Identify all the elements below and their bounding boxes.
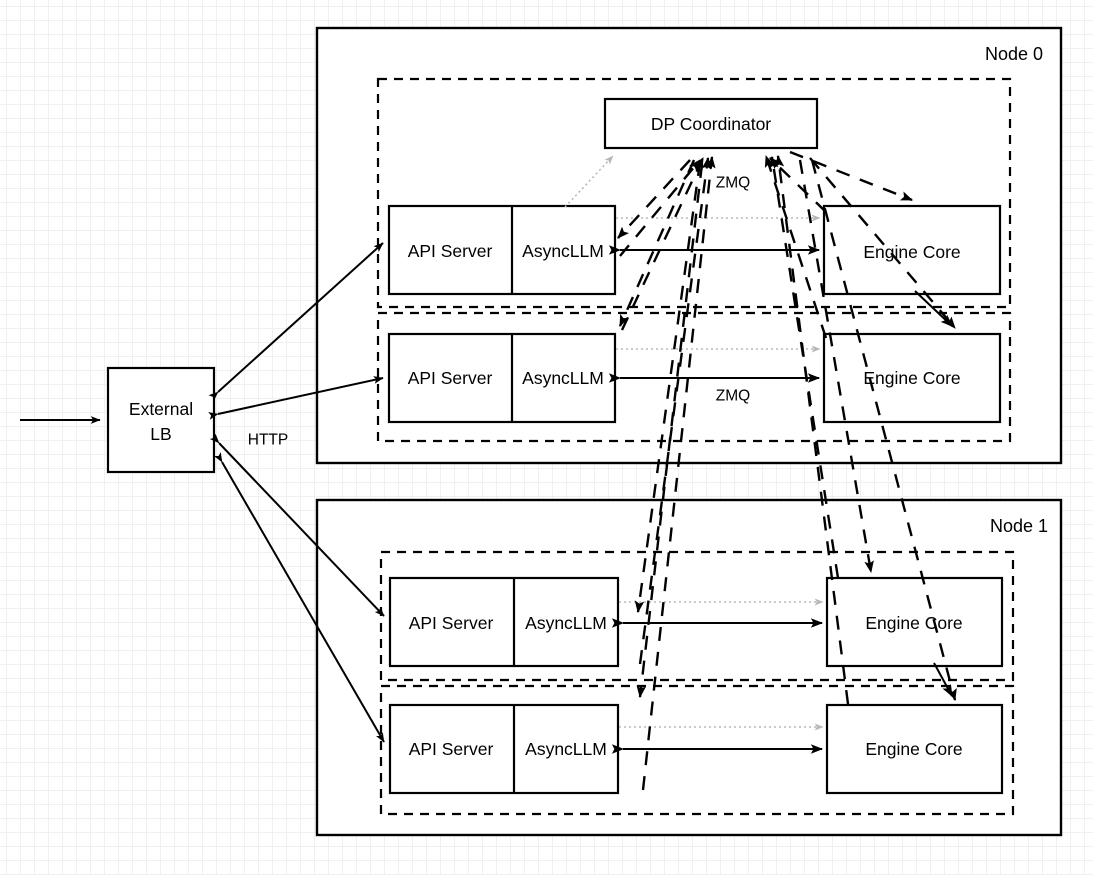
node-1-group-0-engine-core-label: Engine Core — [865, 613, 962, 633]
zmq-label-engine: ZMQ — [716, 388, 750, 405]
dashed-n1g0-asyncllm-to-coordinator — [638, 156, 712, 665]
node-0-title: Node 0 — [985, 44, 1043, 64]
dashed-n0g0-engine-to-coordinator — [769, 157, 827, 213]
dashed-coordinator-to-n0g0-asyncllm — [617, 159, 691, 239]
dashed-coordinator-to-n0g1-engine — [809, 157, 956, 329]
dp-coordinator-box[interactable] — [603, 97, 819, 150]
node-1-group-1-async-llm-label: AsyncLLM — [525, 739, 607, 759]
external-lb-label-line2: LB — [150, 424, 171, 444]
node-0-group-0-api-server-label: API Server — [408, 241, 493, 261]
node-0-group-1-async-llm-label: AsyncLLM — [522, 368, 604, 388]
node-1-group-1-engine-core[interactable]: Engine Core — [825, 703, 1004, 795]
dashed-coordinator-to-n0g0-engine — [789, 150, 914, 202]
node-0-group-0-server-box[interactable] — [387, 204, 617, 296]
node-1-title: Node 1 — [990, 516, 1048, 536]
dashed-coordinator-to-n0g1-asyncllm — [618, 159, 696, 328]
lb-link-n0g0 — [208, 242, 384, 402]
node-1-group-1-engine-box[interactable] — [825, 703, 1004, 795]
dp-coordinator[interactable]: DP Coordinator — [603, 97, 819, 150]
dashed-n0g1-asyncllm-to-coordinator — [620, 157, 705, 331]
node-0-group-0-async-llm-label: AsyncLLM — [522, 241, 604, 261]
node-1-group-1-server-box[interactable] — [388, 703, 620, 795]
node-1-group-0-server-box[interactable] — [388, 576, 620, 668]
dotted-link-asyncllm-to-coordinator — [564, 155, 614, 208]
external-lb-label-line1: External — [129, 399, 193, 419]
node-0-group-1-engine-core-label: Engine Core — [863, 368, 960, 388]
engine-chain-n0 — [914, 290, 953, 327]
node-0-group-0-engine-core[interactable]: Engine Core — [822, 204, 1002, 296]
external-lb-box[interactable] — [106, 366, 216, 474]
dashed-coordinator-to-n1g1-engine — [810, 159, 957, 702]
node-0-group-0-frame — [376, 77, 1012, 309]
node-1-group-1-apiserver-asyncllm[interactable]: API Server AsyncLLM — [388, 703, 620, 795]
node-0-group-1-server-box[interactable] — [387, 332, 617, 424]
coordinator-inbound-dashed — [619, 155, 716, 791]
node-0-group-0-engine-core-label: Engine Core — [863, 242, 960, 262]
http-label: HTTP — [248, 432, 288, 449]
coordinator-outbound-dashed — [789, 150, 957, 702]
node-0-group-1-api-server-label: API Server — [408, 368, 493, 388]
node-1-group-1-frame — [379, 684, 1015, 816]
node-1-group-0-api-server-label: API Server — [409, 613, 494, 633]
dashed-n0g1-engine-to-coordinator — [764, 154, 828, 339]
lb-link-n1g1 — [214, 452, 385, 743]
dashed-n1g1-asyncllm-to-coordinator — [641, 155, 716, 791]
node-1-group-0-async-llm-label: AsyncLLM — [525, 613, 607, 633]
node-0-group-0-apiserver-asyncllm[interactable]: API Server AsyncLLM — [387, 204, 617, 296]
engine-chain-arrows — [914, 290, 953, 697]
node-0-group-1-engine-core[interactable]: Engine Core — [822, 332, 1002, 424]
dp-coordinator-label: DP Coordinator — [651, 114, 771, 134]
node-0-group-1-apiserver-asyncllm[interactable]: API Server AsyncLLM — [387, 332, 617, 424]
dashed-n1g1-engine-to-coordinator — [774, 154, 850, 705]
coordinator-inbound-engine-dashed — [764, 154, 850, 705]
coordinator-outbound-asyncllm-dashed — [617, 159, 704, 699]
dashed-coordinator-to-n1g0-engine — [798, 159, 874, 574]
lb-link-n0g1 — [208, 376, 384, 420]
dashed-n0g0-asyncllm-to-coordinator — [619, 159, 701, 257]
node-1-group-0-apiserver-asyncllm[interactable]: API Server AsyncLLM — [388, 576, 620, 668]
engine-chain-n1 — [933, 662, 953, 697]
dashed-n1g0-engine-to-coordinator — [768, 155, 840, 579]
node-0-group-1-engine-box[interactable] — [822, 332, 1002, 424]
node-1-group-0-engine-box[interactable] — [825, 576, 1004, 668]
dashed-coordinator-to-n1g0-asyncllm — [634, 161, 702, 614]
external-lb[interactable]: External LB — [106, 366, 216, 474]
zmq-label-coordinator: ZMQ — [716, 175, 750, 192]
lb-to-api-server-links — [208, 242, 385, 743]
node-1-group-1-api-server-label: API Server — [409, 739, 494, 759]
node-1-group-0-engine-core[interactable]: Engine Core — [825, 576, 1004, 668]
node-1-group-1-engine-core-label: Engine Core — [865, 739, 962, 759]
